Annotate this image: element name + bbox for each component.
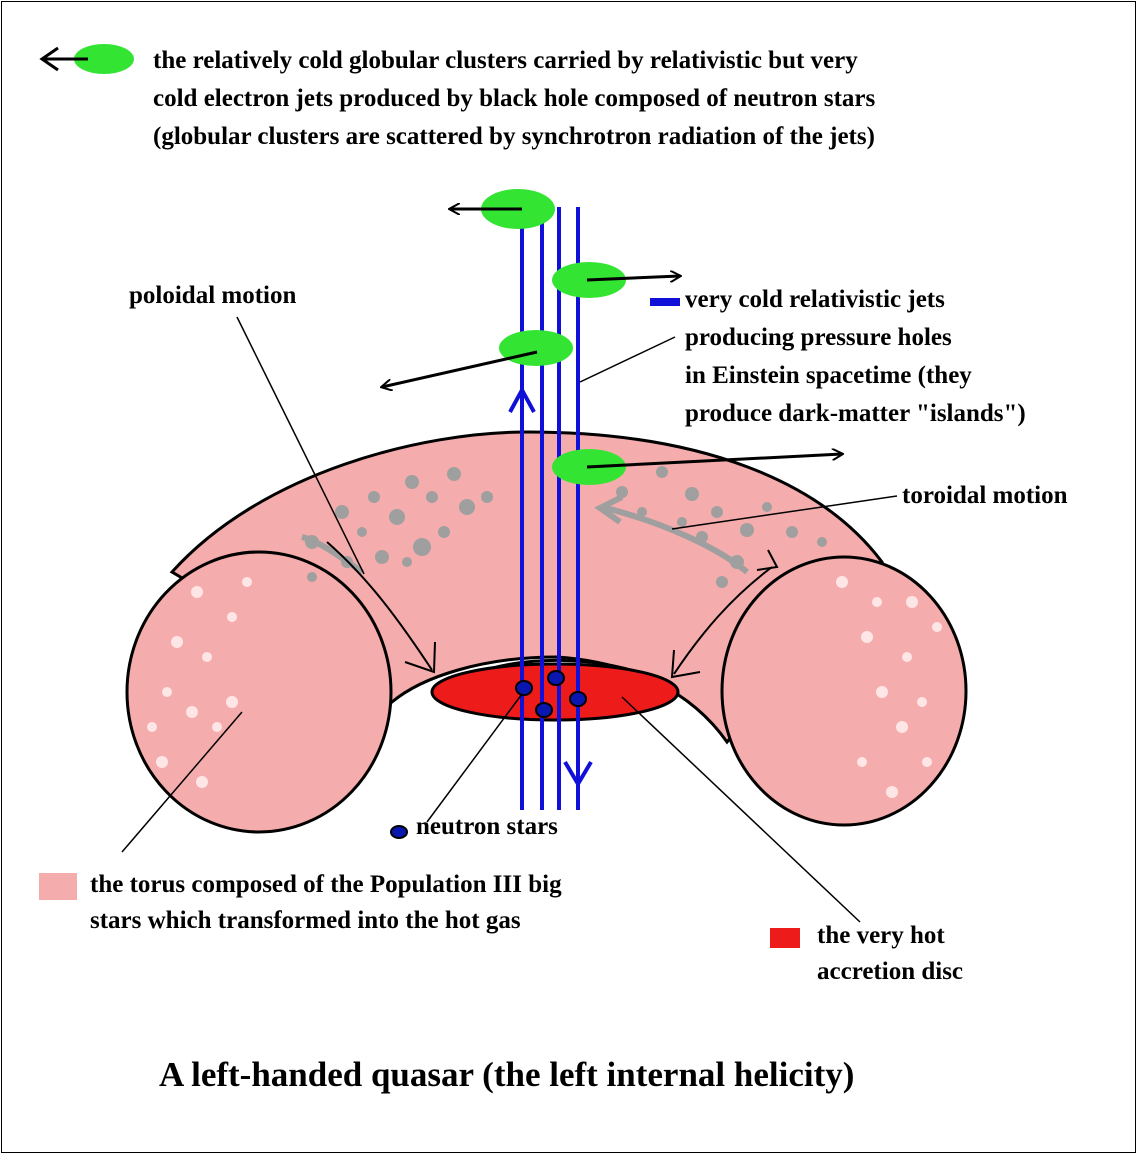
legend-torus-line2: stars which transformed into the hot gas: [90, 902, 521, 940]
poloidal-motion-label: poloidal motion: [129, 277, 296, 315]
diagram-title: A left-handed quasar (the left internal …: [159, 1055, 854, 1095]
legend-disc-swatch: [770, 928, 800, 948]
legend-clusters-line2: cold electron jets produced by black hol…: [153, 80, 875, 118]
legend-neutron-star-icon: [391, 826, 407, 838]
legend-disc-line2: accretion disc: [817, 953, 963, 991]
jets-label-line4: produce dark-matter "islands"): [685, 395, 1026, 433]
torus: [127, 432, 966, 832]
legend-disc-line1: the very hot: [817, 917, 945, 955]
legend-clusters-line3: (globular clusters are scattered by sync…: [153, 118, 875, 156]
jets-label-line1: very cold relativistic jets: [685, 281, 945, 319]
torus-right-cross-section: [722, 557, 966, 825]
jets-label-line3: in Einstein spacetime (they: [685, 357, 972, 395]
legend-clusters-line1: the relatively cold globular clusters ca…: [153, 42, 858, 80]
jets-label-line2: producing pressure holes: [685, 319, 952, 357]
legend-cluster-icon: [42, 44, 134, 74]
legend-jet-icon: [650, 298, 680, 306]
neutron-stars-label: neutron stars: [416, 808, 558, 846]
legend-torus-line1: the torus composed of the Population III…: [90, 866, 562, 904]
toroidal-motion-label: toroidal motion: [902, 477, 1068, 515]
legend-torus-swatch: [39, 873, 77, 900]
